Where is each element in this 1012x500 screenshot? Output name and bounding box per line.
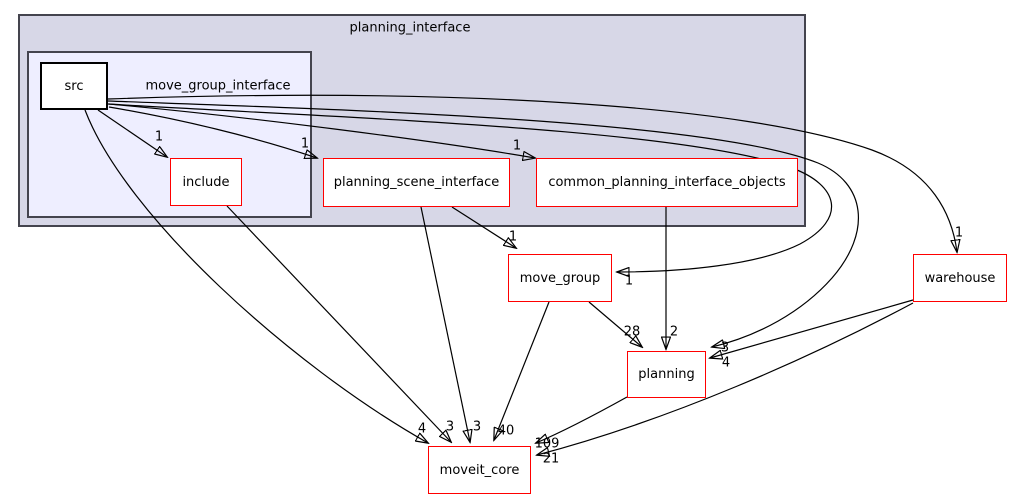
edge-count-src-move-group[interactable]: 1	[624, 273, 634, 289]
node-src[interactable]: src	[40, 62, 108, 110]
node-include[interactable]: include	[170, 158, 242, 206]
node-move-group-label: move_group	[519, 270, 601, 286]
node-planning[interactable]: planning	[627, 351, 706, 398]
edge-count-common-planning-interface-objects-planning[interactable]: 2	[669, 324, 679, 340]
edge-count-src-include[interactable]: 1	[154, 129, 164, 145]
edge-count-src-planning-scene-interface[interactable]: 1	[300, 136, 310, 152]
cluster-label-move-group-interface[interactable]: move_group_interface	[145, 78, 291, 94]
edge-count-src-common-planning-interface-objects[interactable]: 1	[512, 138, 522, 154]
node-warehouse[interactable]: warehouse	[913, 254, 1007, 302]
edge-move-group-moveit-core	[494, 301, 550, 440]
edge-count-warehouse-moveit-core[interactable]: 21	[542, 451, 560, 467]
node-planning-scene-interface[interactable]: planning_scene_interface	[323, 158, 510, 207]
edge-count-planning-moveit-core[interactable]: 109	[534, 436, 560, 452]
edge-count-warehouse-planning[interactable]: 4	[721, 355, 731, 371]
edge-count-include-moveit-core[interactable]: 3	[445, 419, 455, 435]
edge-count-move-group-moveit-core[interactable]: 40	[497, 423, 515, 439]
edge-count-move-group-planning[interactable]: 28	[623, 324, 641, 340]
cluster-label-planning-interface[interactable]: planning_interface	[349, 20, 471, 36]
node-planning-scene-interface-label: planning_scene_interface	[333, 175, 500, 190]
node-common-planning-interface-objects[interactable]: common_planning_interface_objects	[536, 158, 798, 207]
node-move-group[interactable]: move_group	[508, 254, 612, 302]
node-warehouse-label: warehouse	[924, 270, 996, 286]
edge-count-src-warehouse[interactable]: 1	[954, 225, 964, 241]
node-planning-label: planning	[638, 367, 695, 382]
edge-count-planning-scene-interface-moveit-core[interactable]: 3	[472, 419, 482, 435]
node-include-label: include	[182, 174, 230, 190]
node-common-planning-interface-objects-label: common_planning_interface_objects	[548, 175, 786, 190]
edge-count-src-planning[interactable]: 3	[720, 340, 730, 356]
edge-count-src-moveit-core[interactable]: 4	[417, 421, 427, 437]
node-moveit-core-label: moveit_core	[439, 462, 520, 478]
node-src-label: src	[64, 78, 84, 94]
node-moveit-core[interactable]: moveit_core	[428, 446, 531, 494]
edge-planning-scene-interface-moveit-core	[420, 206, 470, 442]
edge-count-planning-scene-interface-move-group[interactable]: 1	[508, 229, 518, 245]
edge-include-moveit-core	[226, 205, 451, 442]
edge-warehouse-planning	[710, 299, 914, 358]
edge-warehouse-moveit-core	[537, 302, 914, 455]
